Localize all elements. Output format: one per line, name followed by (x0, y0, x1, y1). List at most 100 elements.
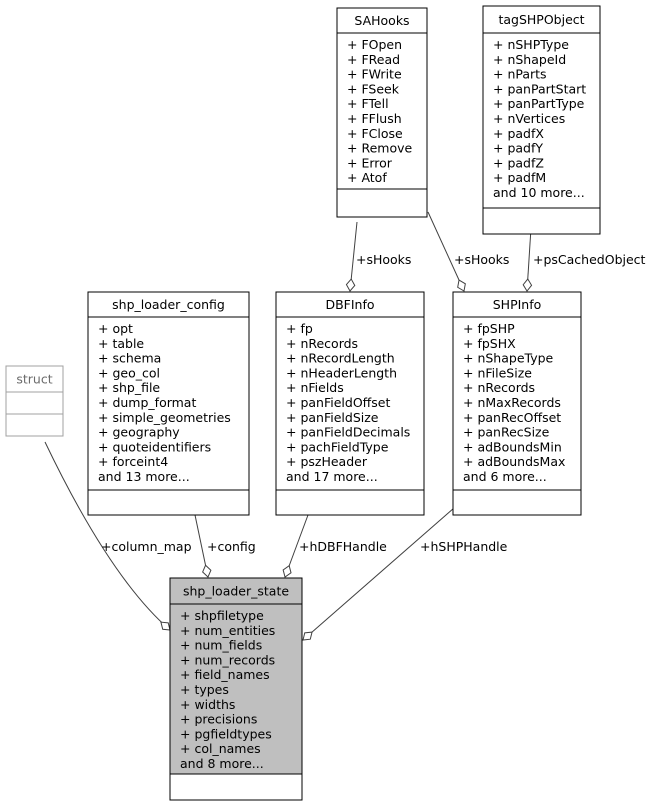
class-attributes-section (452, 316, 582, 491)
class-attribute: + padfY (493, 141, 543, 156)
class-attribute: + nHeaderLength (286, 365, 397, 380)
class-attributes-section (5, 391, 64, 415)
class-attribute: + adBoundsMax (463, 454, 565, 469)
edge-line (44, 441, 171, 631)
class-attribute: and 13 more... (98, 469, 190, 484)
class-attribute: + nVertices (493, 111, 565, 126)
edge-label: +config (207, 539, 256, 554)
class-title-section (87, 291, 250, 318)
edge-label: +psCachedObject (533, 252, 646, 267)
class-attribute: + panFieldSize (286, 410, 379, 425)
class-title: DBFInfo (325, 297, 374, 312)
class-attribute: + geography (98, 425, 180, 440)
aggregation-diamond-icon (160, 621, 171, 631)
aggregation-diamond-icon (202, 564, 212, 578)
class-sahooks[interactable]: SAHooks+ FOpen+ FRead+ FWrite+ FSeek+ FT… (336, 7, 428, 218)
class-attribute: + forceint4 (98, 454, 168, 469)
class-attributes-section (275, 316, 425, 491)
class-attribute: + widths (180, 697, 235, 712)
class-attribute: + geo_col (98, 365, 160, 380)
class-shp-loader-state[interactable]: shp_loader_state+ shpfiletype+ num_entit… (169, 577, 303, 801)
class-attribute: + nRecords (463, 380, 535, 395)
class-attribute: + nRecords (286, 336, 358, 351)
class-attribute: + pgfieldtypes (180, 726, 272, 741)
edge-label: +column_map (101, 539, 192, 554)
class-attribute: + num_fields (180, 638, 262, 653)
edge-sahooks-to-shpinfo: +sHooks (427, 211, 509, 292)
class-attribute: + Atof (347, 170, 387, 185)
class-attribute: + FRead (347, 52, 400, 67)
class-title-section (169, 577, 303, 605)
class-attribute: + FClose (347, 126, 403, 141)
class-attribute: + panRecOffset (463, 410, 561, 425)
class-tagshpobject[interactable]: tagSHPObject + nSHPType+ nShapeId+ nParts… (482, 5, 601, 235)
class-methods-section (5, 413, 64, 437)
class-shpinfo[interactable]: SHPInfo+ fpSHP+ fpSHX+ nShapeType+ nFile… (452, 291, 582, 516)
class-attribute: + fpSHX (463, 336, 516, 351)
edge-line (302, 500, 463, 641)
class-methods-section (87, 489, 250, 516)
class-attribute: + nFields (286, 380, 344, 395)
class-attribute: + opt (98, 321, 133, 336)
class-attribute: + nMaxRecords (463, 395, 561, 410)
class-attribute: + num_records (180, 652, 275, 667)
edge-tagshpobject-to-shpinfo: +psCachedObject (522, 227, 646, 292)
class-attribute: + nParts (493, 67, 547, 82)
class-attribute: + num_entities (180, 623, 275, 638)
class-attribute: and 17 more... (286, 469, 378, 484)
class-title: shp_loader_config (112, 297, 225, 312)
class-attribute: + FOpen (347, 37, 402, 52)
class-attribute: + panFieldOffset (286, 395, 390, 410)
class-attribute: + padfX (493, 126, 544, 141)
edge-label: +sHooks (454, 252, 509, 267)
class-attribute: + precisions (180, 712, 257, 727)
class-methods-section (482, 207, 601, 235)
class-attribute: + dump_format (98, 395, 196, 410)
class-attribute: + nFileSize (463, 365, 532, 380)
class-attribute: + adBoundsMin (463, 439, 562, 454)
class-shp-loader-config[interactable]: shp_loader_config+ opt+ table+ schema+ g… (87, 291, 250, 516)
class-methods-section (452, 489, 582, 516)
class-attribute: + nShapeType (463, 351, 554, 366)
class-title-section (336, 7, 428, 34)
edge-shpinfo-to-state: +hSHPHandle (302, 500, 508, 641)
edge-config-to-state: +config (194, 514, 256, 578)
class-title-section (5, 365, 64, 393)
class-dbfinfo[interactable]: DBFInfo+ fp+ nRecords+ nRecordLength+ nH… (275, 291, 425, 516)
edge-dbfinfo-to-state: +hDBFHandle (282, 514, 387, 578)
edge-label: +hDBFHandle (299, 539, 387, 554)
class-attribute: + nShapeId (493, 52, 566, 67)
class-attribute: + table (98, 336, 144, 351)
class-attribute: + padfM (493, 170, 546, 185)
class-attribute: + schema (98, 351, 161, 366)
class-attribute: + fpSHP (463, 321, 515, 336)
class-attribute: + Remove (347, 141, 412, 156)
class-methods-section (336, 188, 428, 218)
aggregation-diamond-icon (345, 278, 356, 292)
class-title: tagSHPObject (498, 12, 584, 27)
edge-label: +hSHPHandle (420, 539, 508, 554)
class-attribute: + Error (347, 155, 393, 170)
class-struct[interactable]: struct (5, 365, 64, 437)
class-attributes-section (336, 32, 428, 190)
class-attribute: + field_names (180, 667, 270, 682)
class-title: struct (16, 372, 52, 387)
aggregation-diamond-icon (282, 564, 292, 578)
aggregation-diamond-icon (302, 631, 313, 641)
class-attribute: + pachFieldType (286, 439, 389, 454)
class-attribute: + FWrite (347, 67, 402, 82)
aggregation-diamond-icon (457, 279, 466, 292)
class-methods-section (169, 773, 303, 801)
class-attribute: + shp_file (98, 380, 160, 395)
class-attribute: + FSeek (347, 81, 400, 96)
edge-struct-to-state: +column_map (44, 441, 192, 631)
class-attribute: + FTell (347, 96, 389, 111)
class-attribute: + nRecordLength (286, 351, 395, 366)
class-attribute: + col_names (180, 741, 261, 756)
edge-line (427, 211, 465, 292)
edge-sahooks-to-dbfinfo: +sHooks (345, 221, 411, 292)
class-attribute: and 8 more... (180, 756, 264, 771)
class-attribute: + shpfiletype (180, 608, 264, 623)
class-attribute: + nSHPType (493, 37, 569, 52)
